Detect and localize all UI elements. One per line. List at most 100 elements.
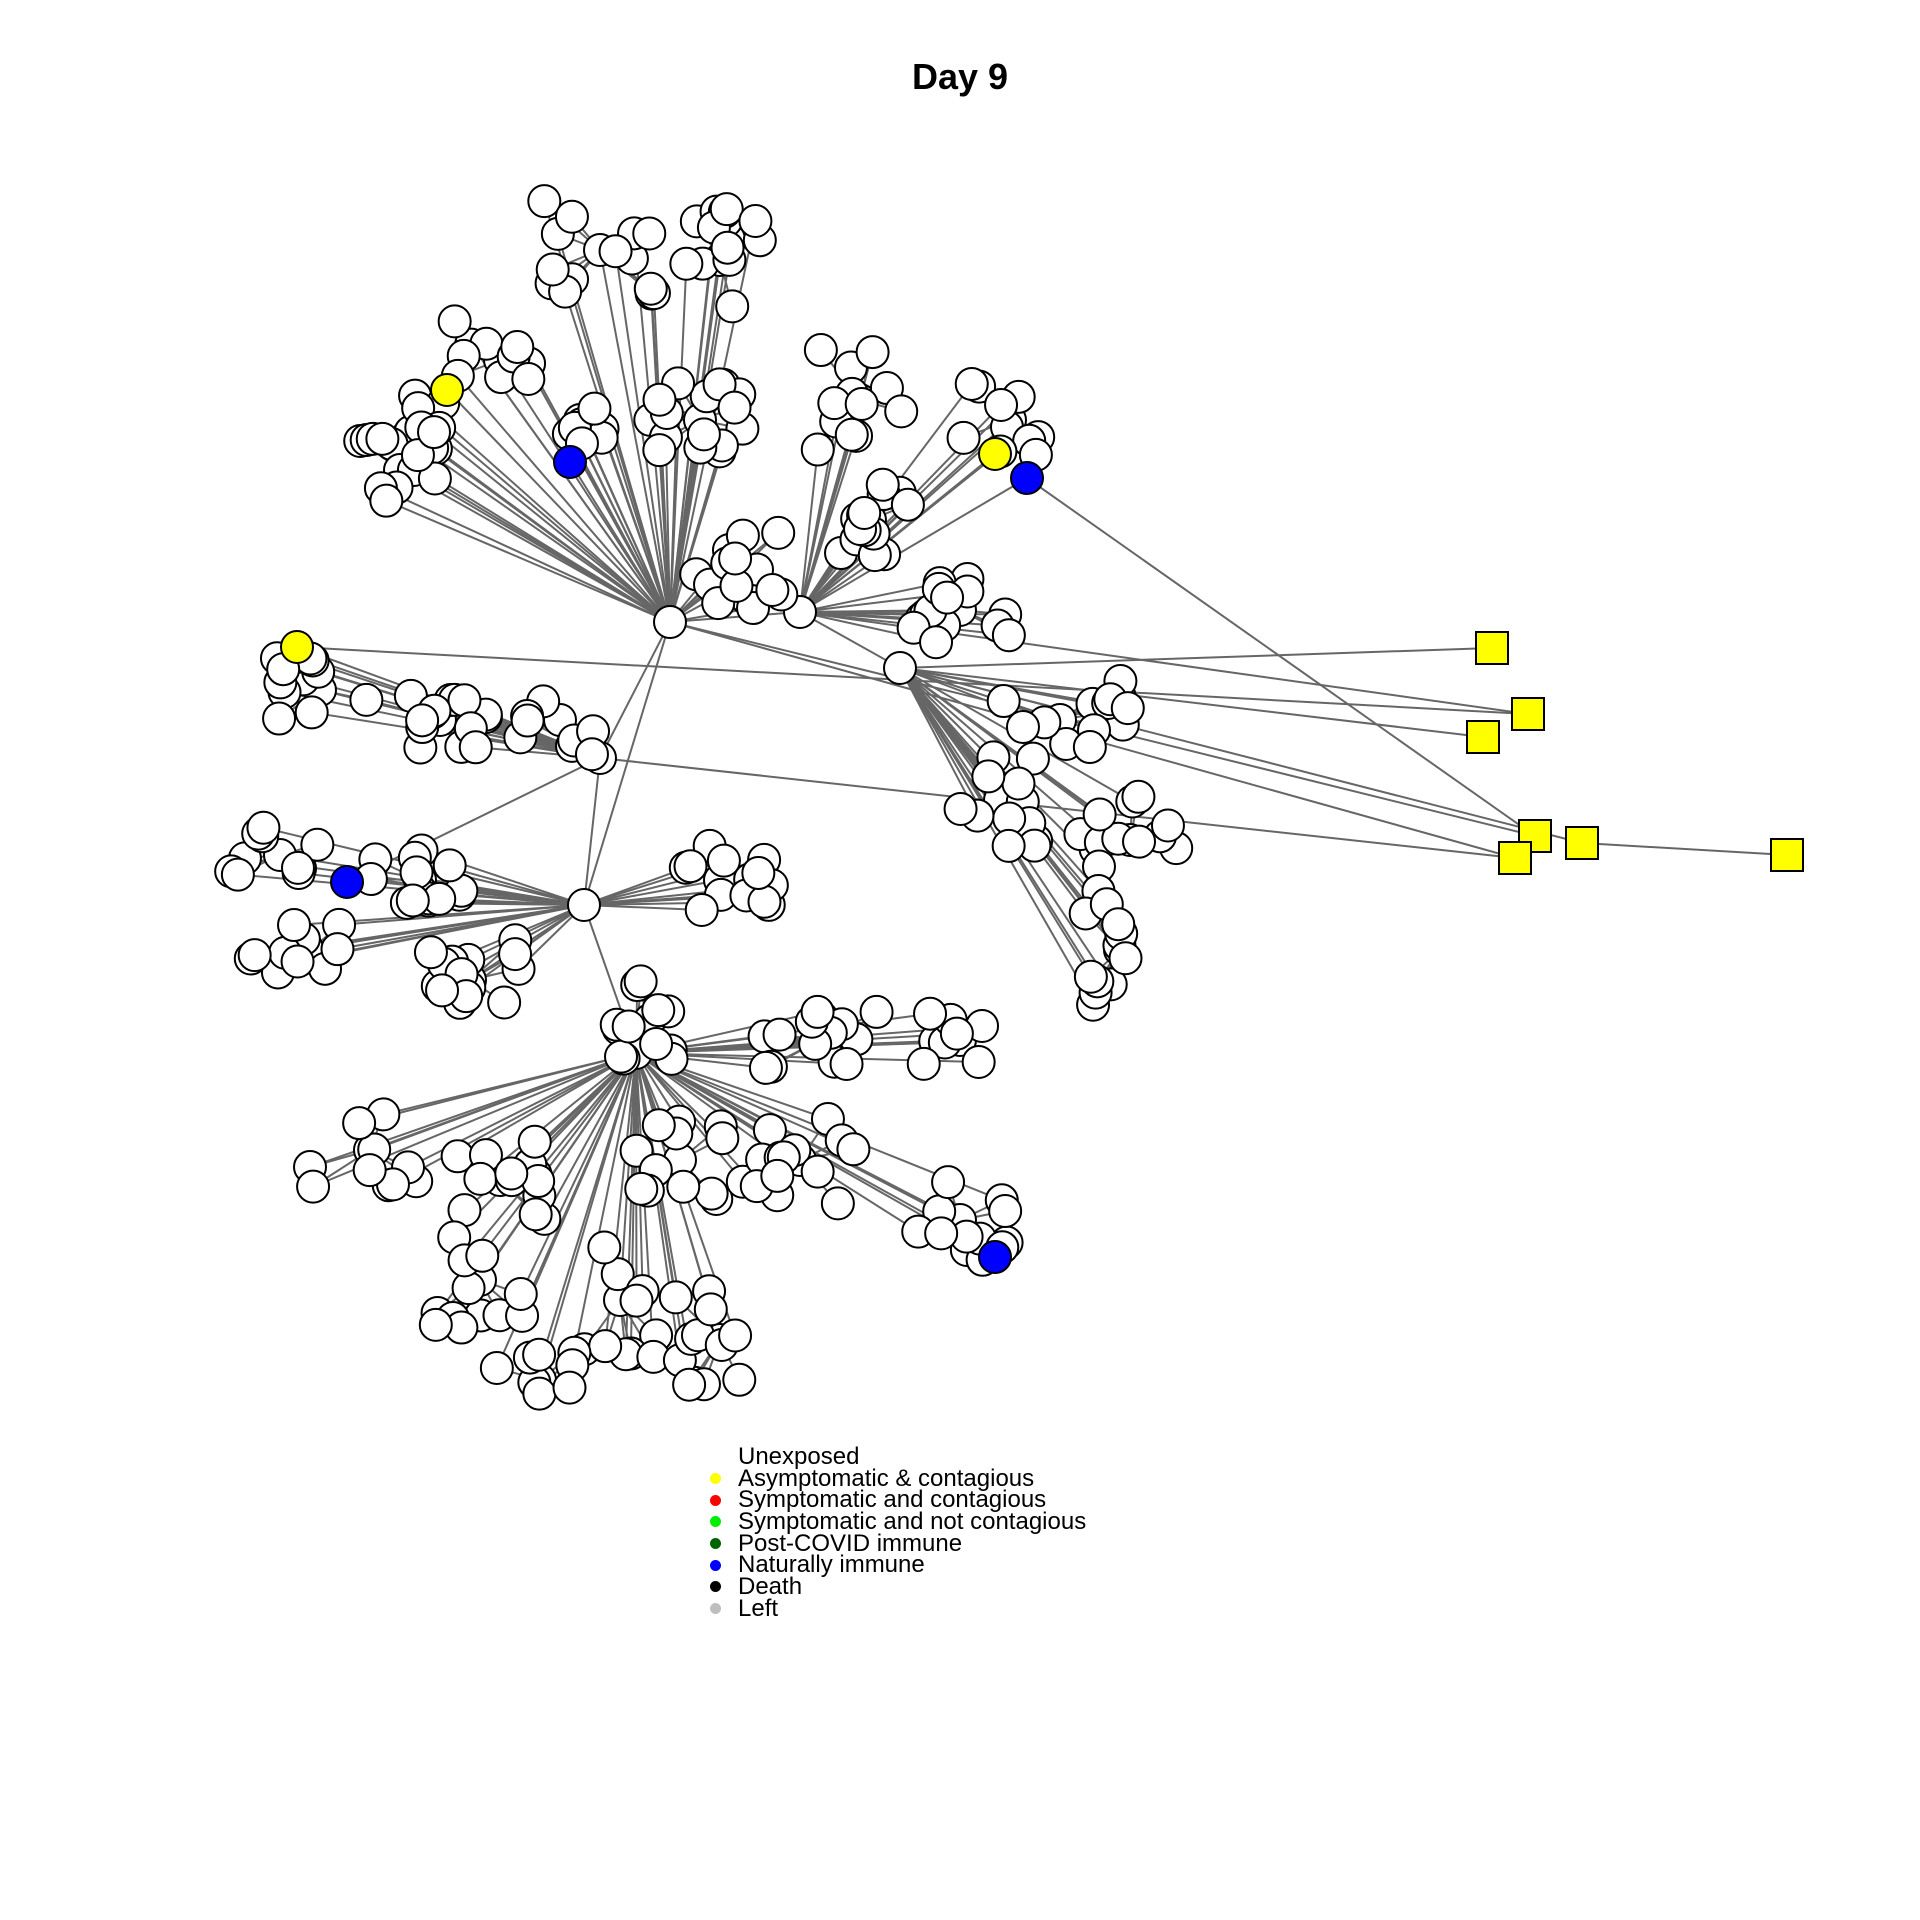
person-node xyxy=(705,1121,740,1156)
edge xyxy=(799,453,996,613)
person-node xyxy=(642,382,677,417)
person-node xyxy=(653,605,687,639)
person-node xyxy=(352,1153,387,1188)
legend-item: Post-COVID immune xyxy=(710,1529,1086,1557)
edge xyxy=(373,1052,637,1151)
person-node xyxy=(527,184,562,219)
person-node xyxy=(220,857,255,892)
legend-marker xyxy=(710,1603,721,1615)
external-contact-node xyxy=(1466,720,1500,754)
person-node xyxy=(718,541,753,576)
person-node xyxy=(800,1154,835,1189)
legend-marker xyxy=(710,1559,721,1571)
person-node xyxy=(686,417,721,452)
person-node xyxy=(418,1307,453,1342)
edge xyxy=(599,621,671,759)
person-node xyxy=(494,1156,529,1191)
legend-marker xyxy=(710,1516,721,1528)
person-node xyxy=(984,388,1019,423)
edge xyxy=(446,389,671,623)
external-contact-node xyxy=(1770,838,1804,872)
person-node xyxy=(991,828,1026,863)
edge xyxy=(799,449,819,613)
person-node xyxy=(518,1197,553,1232)
edge xyxy=(380,487,671,623)
edge xyxy=(573,1052,637,1353)
edge xyxy=(614,251,671,623)
edge xyxy=(414,394,671,623)
person-node xyxy=(330,865,364,899)
person-node xyxy=(718,1318,753,1353)
person-node xyxy=(1122,824,1157,859)
person-node xyxy=(946,420,981,455)
edge xyxy=(583,621,671,906)
person-node xyxy=(836,1132,871,1167)
person-node xyxy=(447,683,482,718)
person-node xyxy=(277,908,312,943)
person-node xyxy=(1101,907,1136,942)
person-node xyxy=(1110,691,1145,726)
person-node xyxy=(498,937,533,972)
legend-item: Symptomatic and contagious xyxy=(710,1488,1086,1512)
person-node xyxy=(931,1165,966,1200)
person-node xyxy=(400,438,435,473)
person-node xyxy=(1121,779,1156,814)
person-node xyxy=(986,684,1021,719)
legend-marker xyxy=(710,1451,721,1463)
edge xyxy=(392,1052,637,1186)
person-node xyxy=(262,701,297,736)
legend-item: Death xyxy=(710,1575,1086,1598)
legend-item: Symptomatic and not contagious xyxy=(710,1508,1087,1536)
legend-item: Unexposed xyxy=(710,1445,1086,1468)
person-node xyxy=(280,850,315,885)
edge xyxy=(358,1052,637,1125)
edge xyxy=(409,431,671,623)
person-node xyxy=(430,373,464,407)
person-node xyxy=(800,994,835,1029)
person-node xyxy=(906,1046,941,1081)
legend-label: Symptomatic and not contagious xyxy=(738,1508,1087,1536)
edge xyxy=(599,249,671,623)
person-node xyxy=(567,888,601,922)
person-node xyxy=(978,1240,1012,1274)
person-node xyxy=(296,1169,331,1204)
person-node xyxy=(748,1050,783,1085)
person-node xyxy=(722,1362,757,1397)
person-node xyxy=(320,932,355,967)
person-node xyxy=(417,415,452,450)
person-node xyxy=(349,682,384,717)
person-node xyxy=(463,1161,498,1196)
external-contact-node xyxy=(1565,826,1599,860)
person-node xyxy=(741,855,776,890)
external-contact-node xyxy=(1511,697,1545,731)
person-node xyxy=(706,843,741,878)
person-node xyxy=(405,703,440,738)
person-node xyxy=(237,938,272,973)
person-node xyxy=(395,883,430,918)
person-node xyxy=(1005,709,1040,744)
person-node xyxy=(747,884,782,919)
person-node xyxy=(369,483,404,518)
person-node xyxy=(717,390,752,425)
edge xyxy=(564,291,671,623)
edge xyxy=(583,904,702,911)
person-node xyxy=(574,737,609,772)
edge xyxy=(583,879,721,906)
person-node xyxy=(943,791,978,826)
person-node xyxy=(954,366,989,401)
person-node xyxy=(246,810,281,845)
person-node xyxy=(988,1194,1023,1229)
edge xyxy=(635,1032,957,1054)
edge xyxy=(599,757,1516,859)
legend-item: Asymptomatic & contagious xyxy=(710,1464,1086,1492)
legend-label: Asymptomatic & contagious xyxy=(738,1464,1035,1492)
person-node xyxy=(800,432,835,467)
person-node xyxy=(1082,797,1117,832)
external-contact-node xyxy=(1498,841,1532,875)
person-node xyxy=(588,1329,623,1364)
person-node xyxy=(522,1337,557,1372)
edge xyxy=(419,419,671,623)
legend-label: Post-COVID immune xyxy=(738,1529,963,1557)
